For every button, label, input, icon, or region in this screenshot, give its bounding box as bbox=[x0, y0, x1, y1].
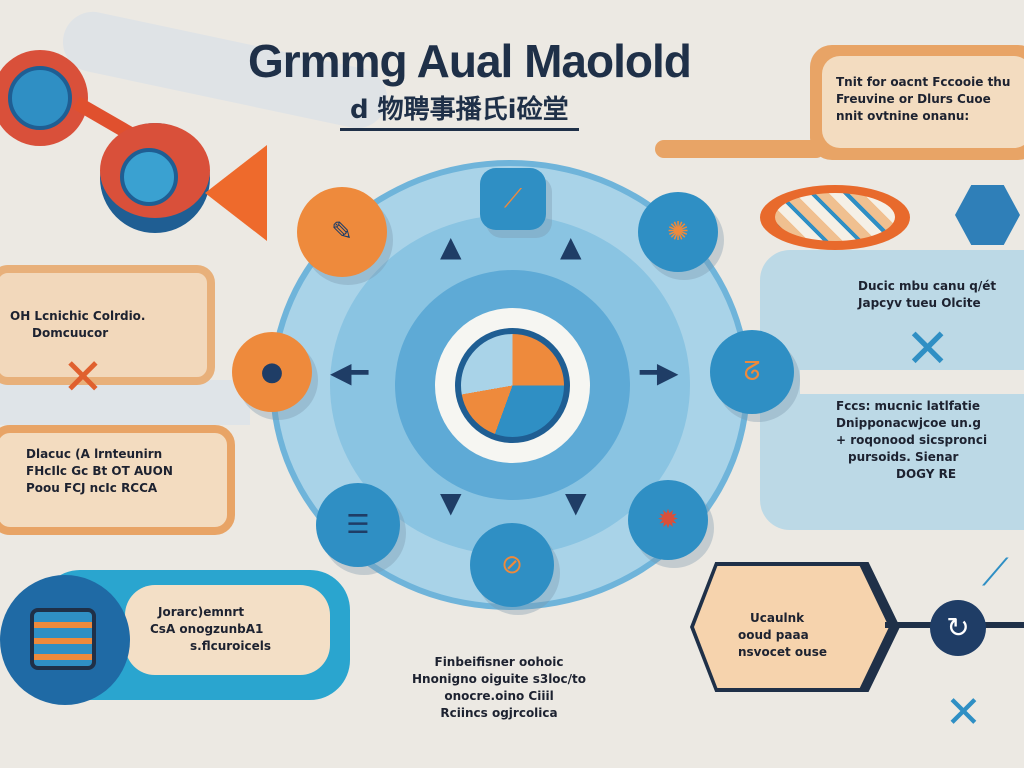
top-right-callout-inner bbox=[822, 56, 1024, 148]
node-palette[interactable]: ✎ bbox=[297, 187, 387, 277]
node-apple[interactable]: ● bbox=[232, 332, 312, 412]
tools-icon: ⟋ bbox=[503, 184, 523, 214]
note-line: nsvocet ouse bbox=[738, 645, 827, 659]
note-line: Finbeifisner oohoic bbox=[434, 655, 564, 669]
note-line: OH Lcnichic Colrdio. bbox=[10, 309, 146, 323]
key-icon: ᘔ bbox=[743, 357, 761, 387]
stack-icon bbox=[30, 608, 96, 670]
node-key[interactable]: ᘔ bbox=[710, 330, 794, 414]
note-line: Dlacuc (A lrnteunirn bbox=[26, 447, 163, 461]
cog-icon: ✹ bbox=[657, 505, 679, 535]
note-line: CsA onogzunbA1 bbox=[150, 622, 264, 636]
center-compass-icon bbox=[455, 328, 570, 443]
note-line: Fccs: mucnic latlfatie bbox=[836, 399, 981, 413]
cross-tool-icon: ✕ bbox=[62, 348, 104, 406]
arrow-up-right-icon: ▲ bbox=[560, 230, 582, 263]
node-document[interactable]: ☰ bbox=[316, 483, 400, 567]
cross-wrench-icon: ✕ bbox=[905, 317, 951, 380]
node-gear[interactable]: ✺ bbox=[638, 192, 718, 272]
ribbon-right-white bbox=[800, 370, 1024, 394]
gear-icon: ✺ bbox=[667, 217, 689, 247]
apple-icon: ● bbox=[260, 357, 284, 387]
note-line: nnit ovtnine onanu: bbox=[836, 109, 970, 123]
palette-icon: ✎ bbox=[331, 217, 353, 247]
gear-icon bbox=[8, 66, 72, 130]
left-mid-note: Dlacuc (A lrnteunirn FHcIlc Gc Bt OT AUO… bbox=[26, 446, 173, 497]
node-dial[interactable]: ⊘ bbox=[470, 523, 554, 607]
note-line: onocre.oino Ciiil bbox=[444, 689, 554, 703]
bottom-right-note: Ucaulnk ooud paaa nsvocet ouse bbox=[738, 610, 827, 661]
left-top-note: OH Lcnichic Colrdio. Domcuucor bbox=[10, 308, 146, 342]
note-line: Jorarc)emnrt bbox=[158, 605, 245, 619]
note-line: s.flcuroicels bbox=[190, 639, 272, 653]
note-line: Hnonigno oiguite s3loc/to bbox=[412, 672, 587, 686]
left-top-card bbox=[0, 265, 215, 385]
document-icon: ☰ bbox=[346, 510, 370, 540]
right-top-note: Ducic mbu canu q/ét Japcyv tueu Olcite bbox=[858, 278, 996, 312]
note-line: + roqonood sicspronci bbox=[836, 433, 988, 447]
note-line: ooud paaa bbox=[738, 628, 809, 642]
left-mid-card bbox=[0, 425, 235, 535]
note-line: Domcuucor bbox=[32, 326, 109, 340]
arrow-up-left-icon: ▲ bbox=[440, 230, 462, 263]
note-line: Japcyv tueu Olcite bbox=[858, 296, 981, 310]
right-mid-note: Fccs: mucnic latlfatie Dnipponacwjcoe un… bbox=[836, 398, 987, 483]
node-cog[interactable]: ✹ bbox=[628, 480, 708, 560]
eye-grid-inner bbox=[775, 193, 895, 241]
note-line: Ucaulnk bbox=[750, 611, 805, 625]
note-line: Tnit for oacnt Fccooie thu bbox=[836, 75, 1011, 89]
top-right-note: Tnit for oacnt Fccooie thu Freuvine or D… bbox=[836, 74, 1010, 125]
bottom-left-note: Jorarc)emnrt CsA onogzunbA1 s.flcuroicel… bbox=[150, 604, 271, 655]
note-line: Dnipponacwjcoe un.g bbox=[836, 416, 981, 430]
arrow-down-right-icon: ▼ bbox=[565, 486, 587, 519]
arrow-down-left-icon: ▼ bbox=[440, 486, 462, 519]
x-mark-icon: ✕ bbox=[945, 687, 982, 738]
note-line: FHcIlc Gc Bt OT AUON bbox=[26, 464, 173, 478]
bubble-inner bbox=[125, 585, 330, 675]
page-subtitle: d 物聘事播氏i硷堂 bbox=[340, 94, 579, 131]
wheel-icon bbox=[120, 148, 178, 206]
sync-icon: ↻ bbox=[930, 600, 986, 656]
callout-tail bbox=[655, 140, 825, 158]
page-title: Grmmg Aual Maolold bbox=[248, 35, 692, 87]
dial-icon: ⊘ bbox=[501, 550, 523, 580]
orange-wedge-icon bbox=[205, 145, 267, 241]
ribbon-left bbox=[0, 380, 250, 425]
note-line: Rciincs ogjrcolica bbox=[440, 706, 558, 720]
note-line: DOGY RE bbox=[896, 467, 957, 481]
hexagon-gem-icon bbox=[955, 185, 1020, 245]
note-line: pursoids. Sienar bbox=[848, 450, 959, 464]
node-tools[interactable]: ⟋ bbox=[480, 168, 546, 230]
note-line: Ducic mbu canu q/ét bbox=[858, 279, 997, 293]
bottom-center-note: Finbeifisner oohoic Hnonigno oiguite s3l… bbox=[412, 654, 586, 722]
hexagon-inner bbox=[694, 566, 889, 688]
note-line: Freuvine or Dlurs Cuoe bbox=[836, 92, 991, 106]
note-line: Poou FCJ ncIc RCCA bbox=[26, 481, 158, 495]
arrow-right-icon: ━▶ bbox=[640, 356, 679, 389]
arrow-left-icon: ◀━ bbox=[330, 356, 369, 389]
wrench-icon: ⟋ bbox=[982, 550, 1009, 594]
